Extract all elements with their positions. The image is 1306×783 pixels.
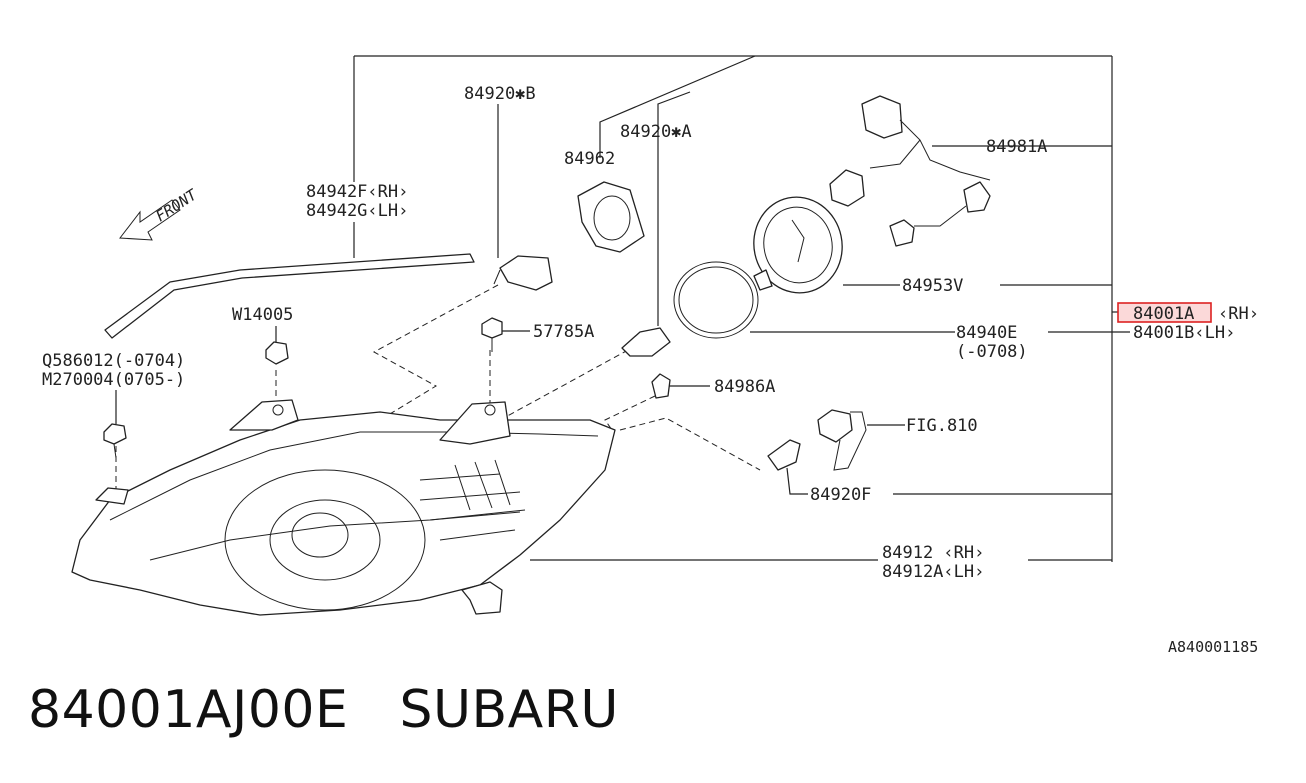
label-84001A: 84001A: [1133, 304, 1194, 324]
trim-strip: [104, 253, 475, 339]
label-84920F: 84920F: [810, 485, 871, 505]
front-arrow: FRONT: [119, 185, 201, 241]
label-84981A: 84981A: [986, 137, 1047, 157]
image-code: A840001185: [1168, 638, 1258, 656]
seal-84940E: [673, 261, 759, 339]
label-84962: 84962: [564, 149, 615, 169]
label-57785A: 57785A: [533, 322, 594, 342]
label-84920B: 84920✱B: [464, 84, 536, 104]
label-84953V: 84953V: [902, 276, 963, 296]
label-84940E: 84940E: [956, 323, 1017, 343]
label-M270004: M270004(0705-): [42, 370, 185, 390]
label-W14005: W14005: [232, 305, 293, 325]
label-Q586012: Q586012(-0704): [42, 351, 185, 371]
label-84001B: 84001B‹LH›: [1133, 323, 1235, 343]
cap-84962: [577, 181, 645, 253]
small-parts: [103, 255, 867, 471]
label-84942G: 84942G‹LH›: [306, 201, 408, 221]
label-84942F: 84942F‹RH›: [306, 182, 408, 202]
label-84920A: 84920✱A: [620, 122, 692, 142]
label-84001A-side: ‹RH›: [1218, 304, 1259, 324]
highlight-84001A[interactable]: [1117, 302, 1212, 323]
label-84912: 84912 ‹RH›: [882, 543, 984, 563]
frame-lines: [353, 55, 1130, 562]
lamp-84953V: [753, 196, 843, 294]
front-label: FRONT: [152, 185, 200, 225]
label-84940E-date: (-0708): [956, 342, 1028, 362]
leader-lines: [115, 55, 1112, 561]
label-84912A: 84912A‹LH›: [882, 562, 984, 582]
label-84986A: 84986A: [714, 377, 775, 397]
part-title: 84001AJ00E SUBARU: [28, 680, 619, 740]
harness-84981A: [829, 95, 991, 247]
label-FIG810: FIG.810: [906, 416, 978, 436]
assembly-dashed-lines: [115, 284, 761, 490]
callout-labels: 84920✱B 84920✱A 84962 84981A 84942F‹RH› …: [42, 84, 1259, 656]
headlamp-assembly: [71, 399, 616, 616]
